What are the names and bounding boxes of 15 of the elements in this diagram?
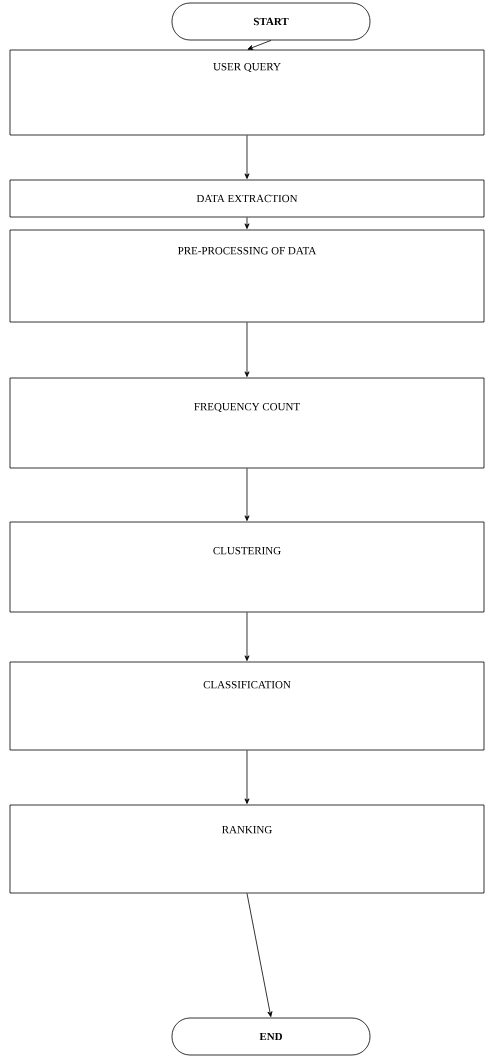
arrow	[246, 893, 273, 1017]
arrow	[244, 468, 250, 521]
process-box: FREQUENCY COUNT	[9, 377, 485, 469]
arrow	[244, 612, 250, 661]
process-box: RANKING	[9, 804, 485, 894]
process-box: PRE-PROCESSING OF DATA	[9, 229, 485, 323]
process-box: USER QUERY	[9, 49, 485, 136]
arrow	[244, 135, 250, 179]
arrow	[247, 40, 272, 50]
arrow	[244, 322, 250, 377]
process-box: CLASSIFICATION	[9, 661, 485, 751]
process-box: DATA EXTRACTION	[9, 179, 485, 218]
arrow	[244, 750, 250, 804]
process-box: CLUSTERING	[9, 521, 485, 613]
arrow	[244, 217, 250, 229]
